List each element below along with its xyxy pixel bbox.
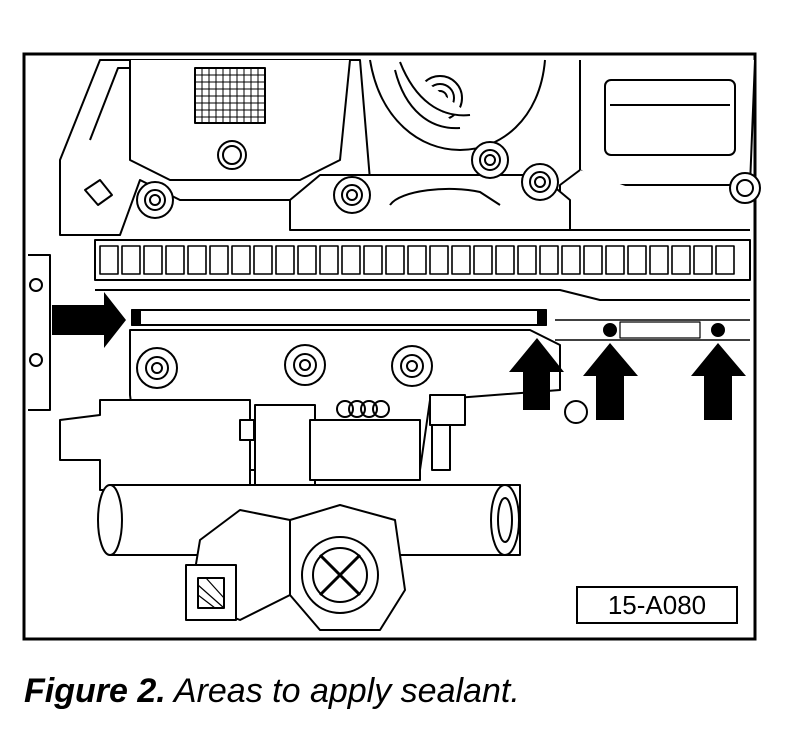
figure-reference-code: 15-A080	[576, 586, 738, 624]
caption-lead: Figure 2.	[24, 672, 166, 710]
engine-drawing	[28, 59, 761, 631]
arrow-up-icon	[691, 343, 746, 420]
sealant-strip	[131, 309, 547, 326]
caption-text: Areas to apply sealant.	[173, 672, 520, 710]
figure-caption: Figure 2. Areas to apply sealant.	[24, 672, 520, 711]
arrow-right-icon	[52, 292, 126, 348]
arrow-up-icon	[509, 338, 564, 410]
arrow-up-icon	[583, 343, 638, 420]
